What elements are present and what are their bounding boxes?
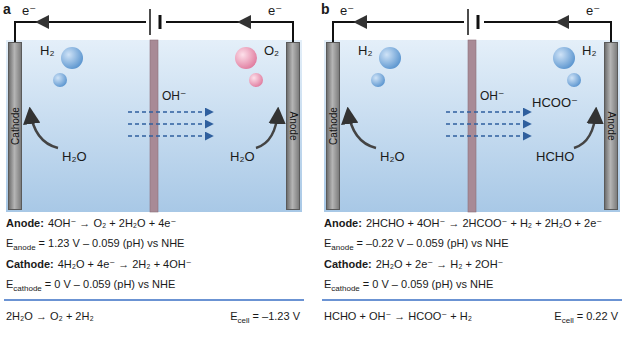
electrode-name: Anode	[606, 112, 617, 141]
equation-text: E	[230, 309, 237, 323]
electron-label: e⁻	[340, 4, 354, 19]
equation-line: Ecell= –1.23 V	[230, 309, 300, 325]
equation-text: E	[324, 277, 331, 291]
potential-subscript: cathode	[331, 282, 359, 296]
equation-text: 4H₂O + 4e⁻ → 2H₂ + 4OH⁻	[58, 257, 192, 271]
equation-text: = 0 V – 0.059 (pH) vs NHE	[363, 277, 494, 291]
ion-label: OH⁻	[480, 90, 504, 104]
equation-text: 2H₂O → O₂ + 2H₂	[6, 309, 94, 323]
species-label: H₂O	[230, 150, 255, 165]
equation-text: E	[6, 236, 13, 250]
equation-text: 2H₂O + 2e⁻ → H₂ + 2OH⁻	[376, 257, 504, 271]
electrode: Cathode	[8, 42, 22, 210]
species-label: HCOO⁻	[532, 96, 578, 111]
potential-subscript: anode	[331, 241, 353, 255]
electrode-label: Cathode:	[324, 257, 372, 271]
equation-line: Eanode = –0.22 V – 0.059 (pH) vs NHE	[324, 236, 509, 252]
electrode-label: Anode:	[6, 216, 44, 230]
equation-text: = 1.23 V – 0.059 (pH) vs NHE	[39, 236, 185, 250]
equation-line: Ecathode = 0 V – 0.059 (pH) vs NHE	[6, 277, 175, 293]
potential-subscript: cell	[562, 314, 574, 328]
equation-text: 4OH⁻ → O₂ + 2H₂O + 4e⁻	[48, 216, 176, 230]
equation-line: Anode: 2HCHO + 4OH⁻ → 2HCOO⁻ + H₂ + 2H₂O …	[324, 216, 602, 230]
equation-text: = 0 V – 0.059 (pH) vs NHE	[45, 277, 176, 291]
electrode-name: Cathode	[10, 107, 21, 145]
equation-line: Anode: 4OH⁻ → O₂ + 2H₂O + 4e⁻	[6, 216, 176, 230]
electrode-name: Cathode	[328, 107, 339, 145]
electrode-label: Anode:	[324, 216, 362, 230]
equation-line: Eanode = 1.23 V – 0.059 (pH) vs NHE	[6, 236, 184, 252]
electrode: Cathode	[326, 42, 340, 210]
equation-line: Ecathode = 0 V – 0.059 (pH) vs NHE	[324, 277, 493, 293]
equation-text: = –0.22 V – 0.059 (pH) vs NHE	[357, 236, 509, 250]
electrode: Anode	[604, 42, 618, 210]
potential-subscript: cell	[238, 314, 250, 328]
electron-label: e⁻	[586, 4, 600, 19]
equation-line: Cathode: 4H₂O + 4e⁻ → 2H₂ + 4OH⁻	[6, 257, 192, 271]
electron-label: e⁻	[268, 4, 282, 19]
species-label: HCHO	[536, 150, 574, 165]
electrode: Anode	[286, 42, 300, 210]
gas-label: O₂	[264, 44, 279, 59]
equation-line: HCHO + OH⁻ → HCOO⁻ + H₂	[324, 309, 472, 323]
equation-text: E	[554, 309, 561, 323]
electrode-name: Anode	[288, 112, 299, 141]
equation-line: Ecell= 0.22 V	[554, 309, 618, 325]
equation-line: Cathode: 2H₂O + 2e⁻ → H₂ + 2OH⁻	[324, 257, 503, 271]
electrode-label: Cathode:	[6, 257, 54, 271]
equation-text: HCHO + OH⁻ → HCOO⁻ + H₂	[324, 309, 472, 323]
equation-text: 2HCHO + 4OH⁻ → 2HCOO⁻ + H₂ + 2H₂O + 2e⁻	[366, 216, 602, 230]
equation-line: 2H₂O → O₂ + 2H₂	[6, 309, 94, 323]
ion-label: OH⁻	[162, 90, 186, 104]
potential-subscript: anode	[13, 241, 35, 255]
gas-label: H₂	[582, 44, 596, 59]
equation-text: = –1.23 V	[253, 309, 300, 323]
gas-label: H₂	[358, 44, 372, 59]
electron-label: e⁻	[22, 4, 36, 19]
panel-letter: a	[3, 1, 11, 17]
equation-text: = 0.22 V	[577, 309, 618, 323]
gas-label: H₂	[40, 44, 54, 59]
potential-subscript: cathode	[13, 282, 41, 296]
species-label: H₂O	[62, 150, 87, 165]
equation-text: E	[6, 277, 13, 291]
species-label: H₂O	[380, 150, 405, 165]
equation-text: E	[324, 236, 331, 250]
panel-letter: b	[321, 1, 330, 17]
